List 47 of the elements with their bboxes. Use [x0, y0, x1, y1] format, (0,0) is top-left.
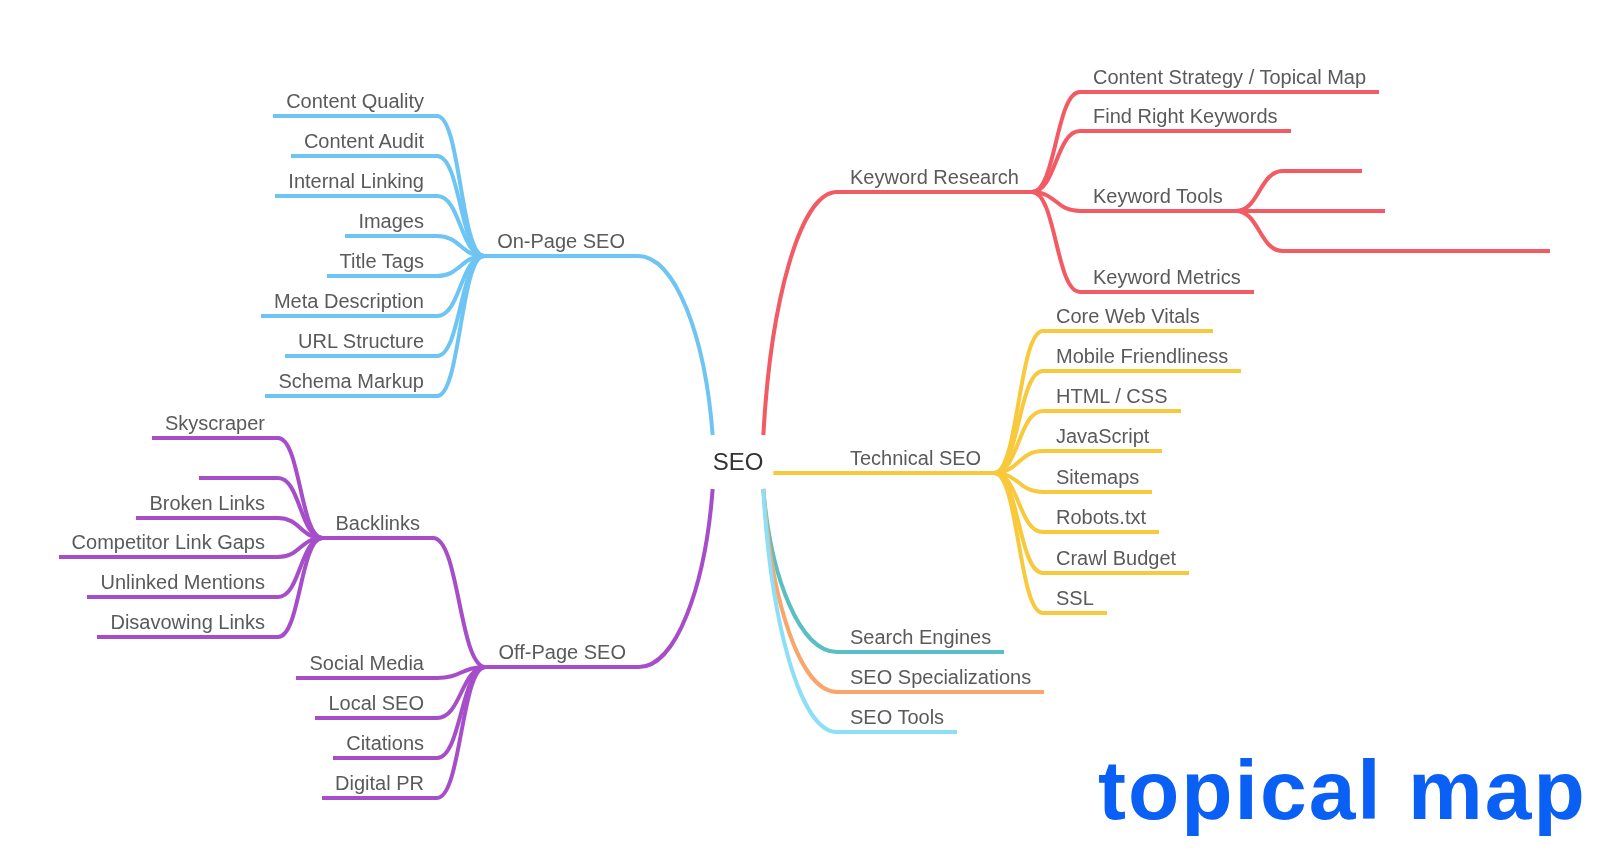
topic-label: Title Tags [326, 249, 437, 278]
topic-label: HTML / CSS [1043, 384, 1181, 413]
branch-connector [773, 471, 837, 475]
branch-line-end [1283, 209, 1385, 213]
topic-label: On-Page SEO [484, 229, 638, 258]
topic-label: Content Strategy / Topical Map [1080, 65, 1380, 94]
branch-line-end [1283, 169, 1362, 173]
topic-label: Schema Markup [265, 369, 437, 398]
branch-connector [761, 190, 838, 436]
topic-label: Core Web Vitals [1043, 304, 1213, 333]
topic-label: Keyword Metrics [1080, 265, 1254, 294]
topic-label: Keyword Tools [1080, 184, 1236, 213]
topic-label: SSL [1043, 586, 1107, 615]
topic-label: Internal Linking [275, 169, 437, 198]
topic-label: Crawl Budget [1043, 546, 1190, 575]
topic-label: Technical SEO [837, 446, 995, 475]
topic-label: Unlinked Mentions [87, 570, 278, 599]
topic-label: Competitor Link Gaps [58, 530, 278, 559]
topic-label: JavaScript [1043, 424, 1163, 453]
topic-label: Meta Description [260, 289, 437, 318]
topic-label: Digital PR [322, 771, 437, 800]
topic-label: Broken Links [136, 491, 278, 520]
topic-label: SEO Specializations [837, 665, 1045, 694]
topic-label: Search Engines [837, 625, 1005, 654]
topic-label: Mobile Friendliness [1043, 344, 1242, 373]
topic-label: SEO Tools [837, 705, 958, 734]
topic-label: Disavowing Links [97, 610, 278, 639]
topic-label: Robots.txt [1043, 505, 1160, 534]
topic-label: Skyscraper [151, 411, 278, 440]
topic-label: Content Audit [290, 129, 437, 158]
topic-label: Backlinks [322, 511, 433, 540]
branch-line-end [199, 476, 278, 480]
topic-label: Keyword Research [837, 165, 1032, 194]
branch-connector [638, 488, 715, 669]
topic-label: Citations [333, 731, 437, 760]
topic-label: Content Quality [273, 89, 437, 118]
topic-label: Find Right Keywords [1080, 104, 1291, 133]
topic-label: URL Structure [285, 329, 437, 358]
topic-label: Images [345, 209, 437, 238]
topic-label: Local SEO [315, 691, 437, 720]
branch-connector [637, 254, 715, 436]
topic-label: Social Media [296, 651, 437, 680]
branch-line-end [1283, 249, 1550, 253]
topic-label: Sitemaps [1043, 465, 1153, 494]
central-topic: SEO [702, 435, 774, 489]
branch-connector [761, 488, 838, 734]
topic-label: Off-Page SEO [485, 640, 639, 669]
